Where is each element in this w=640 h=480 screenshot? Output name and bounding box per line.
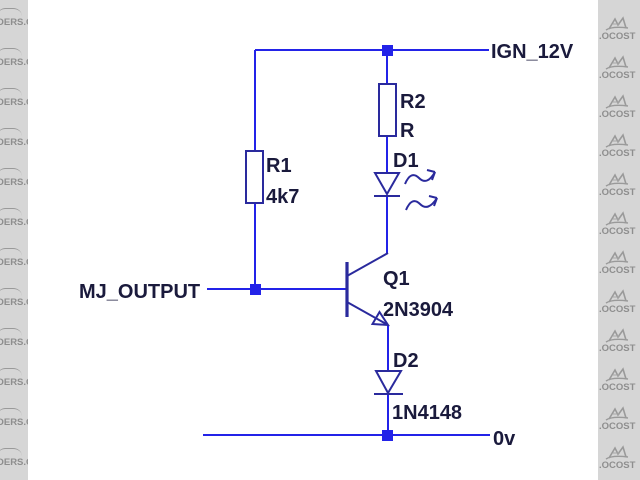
watermark-swoosh-icon — [0, 328, 22, 336]
watermark-swoosh-icon — [0, 8, 22, 16]
watermark-logo-icon — [605, 16, 629, 31]
watermark-text-fragment: DERS.C — [0, 177, 28, 188]
watermark-logo-icon — [605, 250, 629, 265]
net-label-ign-12v: IGN_12V — [491, 41, 574, 63]
watermark-text-fragment: DERS.C — [0, 217, 28, 228]
label-q1-ref: Q1 — [383, 268, 410, 290]
watermark-tile: DERS.C — [0, 88, 28, 120]
watermark-text-fragment: .OCOST — [599, 421, 636, 432]
watermark-text-fragment: DERS.C — [0, 137, 28, 148]
junction-dot — [382, 430, 393, 441]
watermark-tile: DERS.C — [0, 8, 28, 40]
watermark-text-fragment: .OCOST — [599, 31, 636, 42]
watermark-text-fragment: .OCOST — [599, 148, 636, 159]
emitter-arrowhead-icon — [370, 310, 390, 327]
watermark-text-fragment: DERS.C — [0, 97, 28, 108]
watermark-tile: .OCOST — [598, 133, 640, 169]
watermark-text-fragment: .OCOST — [599, 226, 636, 237]
net-label-0v: 0v — [493, 428, 516, 450]
watermark-tile: DERS.C — [0, 128, 28, 160]
label-r2-value: R — [400, 120, 415, 142]
watermark-text-fragment: .OCOST — [599, 460, 636, 471]
watermark-text-fragment: .OCOST — [599, 265, 636, 276]
transistor-q1-symbol — [345, 252, 390, 327]
watermark-swoosh-icon — [0, 128, 22, 136]
watermark-swoosh-icon — [0, 208, 22, 216]
watermark-tile: .OCOST — [598, 16, 640, 52]
watermark-swoosh-icon — [0, 448, 22, 456]
watermark-tile: .OCOST — [598, 445, 640, 480]
watermark-text-fragment: DERS.C — [0, 297, 28, 308]
watermark-swoosh-icon — [0, 408, 22, 416]
watermark-logo-icon — [605, 367, 629, 382]
watermark-tile: .OCOST — [598, 211, 640, 247]
watermark-swoosh-icon — [0, 288, 22, 296]
watermark-text-fragment: DERS.C — [0, 17, 28, 28]
watermark-text-fragment: DERS.C — [0, 377, 28, 388]
watermark-text-fragment: DERS.C — [0, 337, 28, 348]
watermark-tile: DERS.C — [0, 168, 28, 200]
watermark-tile: DERS.C — [0, 448, 28, 480]
watermark-logo-icon — [605, 55, 629, 70]
watermark-swoosh-icon — [0, 48, 22, 56]
watermark-tile: .OCOST — [598, 367, 640, 403]
watermark-tile: .OCOST — [598, 94, 640, 130]
net-label-mj-output: MJ_OUTPUT — [79, 281, 200, 303]
watermark-tile: DERS.C — [0, 248, 28, 280]
led-d1-symbol — [373, 169, 438, 211]
label-r1-value: 4k7 — [266, 186, 299, 208]
watermark-text-fragment: DERS.C — [0, 457, 28, 468]
watermark-text-fragment: DERS.C — [0, 257, 28, 268]
watermark-text-fragment: .OCOST — [599, 70, 636, 81]
led-emission-arrows-icon — [404, 169, 438, 211]
watermark-text-fragment: .OCOST — [599, 304, 636, 315]
watermark-logo-icon — [605, 289, 629, 304]
label-d2-ref: D2 — [393, 350, 419, 372]
watermark-tile: .OCOST — [598, 0, 640, 13]
watermark-logo-icon — [605, 406, 629, 421]
watermark-text-fragment: .OCOST — [599, 382, 636, 393]
watermark-tile: .OCOST — [598, 55, 640, 91]
watermark-text-fragment: .OCOST — [599, 109, 636, 120]
watermark-text-fragment: .OCOST — [599, 187, 636, 198]
watermark-logo-icon — [605, 94, 629, 109]
watermark-text-fragment: .OCOST — [599, 343, 636, 354]
watermark-swoosh-icon — [0, 248, 22, 256]
watermark-logo-icon — [605, 172, 629, 187]
watermark-logo-icon — [605, 211, 629, 226]
watermark-tile: .OCOST — [598, 289, 640, 325]
resistor-r2-body — [378, 83, 397, 137]
label-q1-value: 2N3904 — [383, 299, 454, 321]
watermark-tile: DERS.C — [0, 288, 28, 320]
watermark-text-fragment: DERS.C — [0, 57, 28, 68]
watermark-strip-right: .OCOST .OCOST .OCOST .OCOST — [598, 0, 640, 480]
watermark-tile: DERS.C — [0, 408, 28, 440]
watermark-strip-left: DERS.C DERS.C DERS.C DERS.C DERS.C DERS.… — [0, 0, 28, 480]
watermark-swoosh-icon — [0, 168, 22, 176]
diode-d2-symbol — [374, 370, 403, 396]
watermark-swoosh-icon — [0, 368, 22, 376]
watermark-tile: DERS.C — [0, 328, 28, 360]
watermark-logo-icon — [605, 133, 629, 148]
watermark-tile: DERS.C — [0, 208, 28, 240]
junction-dot — [250, 284, 261, 295]
junction-dot — [382, 45, 393, 56]
watermark-tile: .OCOST — [598, 328, 640, 364]
label-d1-ref: D1 — [393, 150, 419, 172]
watermark-tile: .OCOST — [598, 172, 640, 208]
watermark-tile: .OCOST — [598, 250, 640, 286]
watermark-text-fragment: DERS.C — [0, 417, 28, 428]
watermark-logo-icon — [605, 445, 629, 460]
watermark-swoosh-icon — [0, 88, 22, 96]
label-r2-ref: R2 — [400, 91, 426, 113]
label-r1-ref: R1 — [266, 155, 292, 177]
watermark-tile: DERS.C — [0, 48, 28, 80]
label-d2-value: 1N4148 — [392, 402, 462, 424]
resistor-r1-body — [245, 150, 264, 204]
watermark-logo-icon — [605, 328, 629, 343]
watermark-text-fragment: .OCOST — [599, 0, 640, 3]
watermark-tile: DERS.C — [0, 368, 28, 400]
watermark-tile: .OCOST — [598, 406, 640, 442]
